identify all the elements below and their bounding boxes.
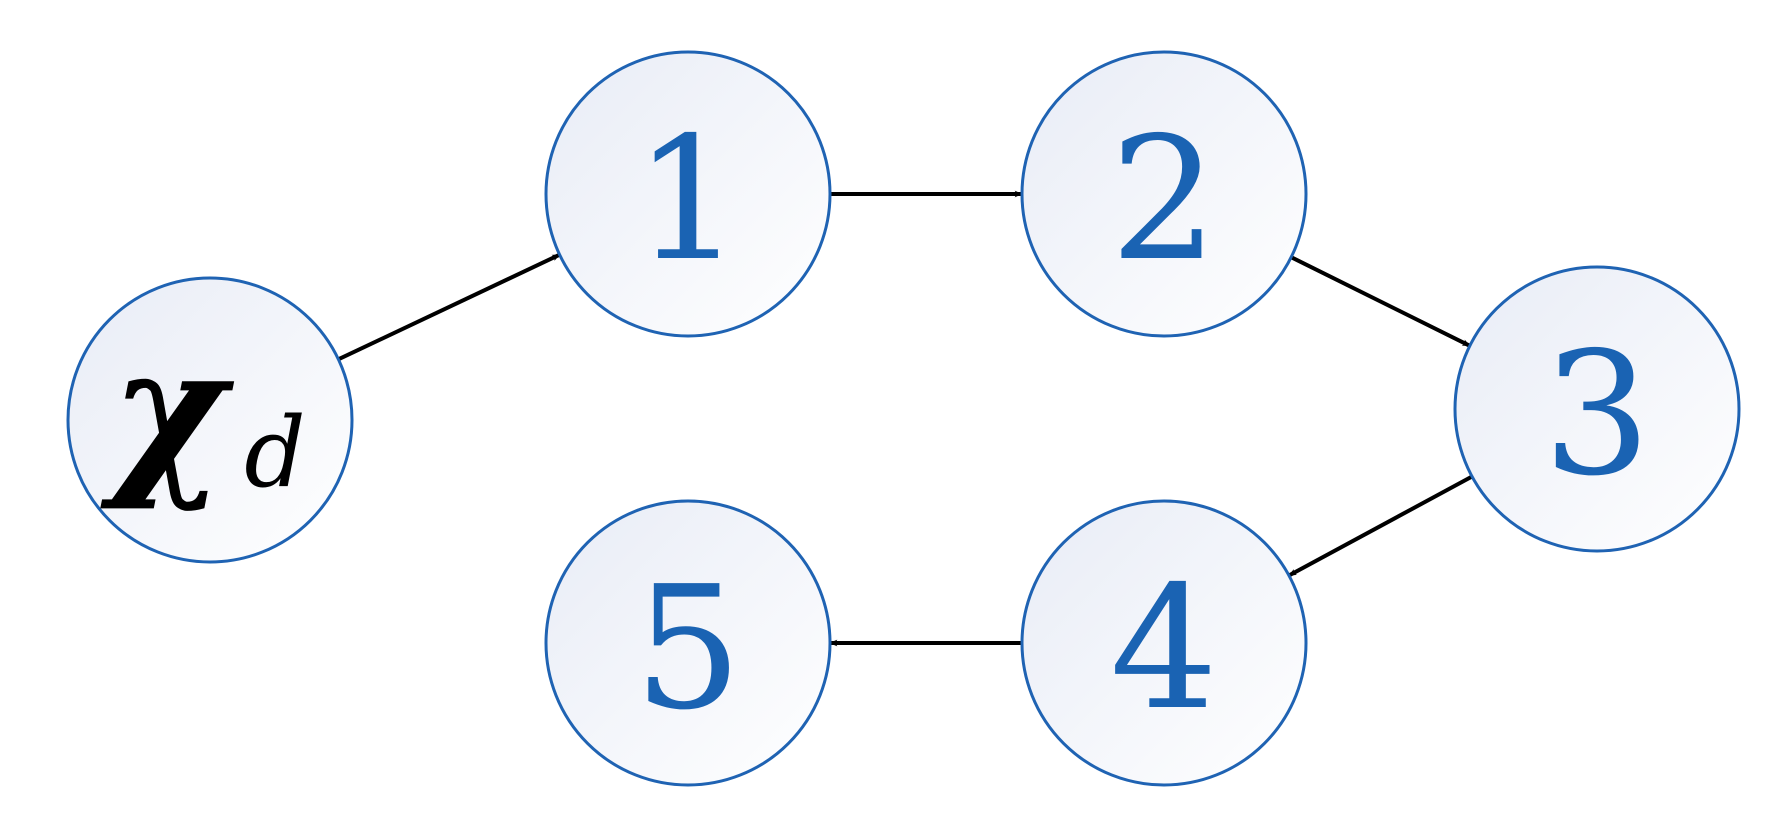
node-xd: χ d bbox=[66, 276, 354, 564]
node-2-circle bbox=[1020, 50, 1308, 338]
edges-group bbox=[337, 190, 1474, 647]
node-5: 5 bbox=[544, 499, 832, 787]
node-3-label: 3 bbox=[1543, 316, 1651, 514]
node-4: 4 bbox=[1020, 499, 1308, 787]
node-1-circle bbox=[544, 50, 832, 338]
node-4-circle bbox=[1020, 499, 1308, 787]
node-5-label: 5 bbox=[634, 550, 742, 748]
node-2: 2 bbox=[1020, 50, 1308, 338]
node-1: 1 bbox=[544, 50, 832, 338]
node-xd-circle bbox=[66, 276, 354, 564]
node-4-label: 4 bbox=[1110, 550, 1218, 748]
node-1-label: 1 bbox=[634, 101, 742, 299]
edge-xd-to-n1 bbox=[337, 252, 561, 362]
node-3-circle bbox=[1453, 265, 1741, 553]
node-2-label: 2 bbox=[1110, 101, 1218, 299]
node-5-circle bbox=[544, 499, 832, 787]
edge-n2-to-n3 bbox=[1290, 255, 1471, 348]
edge-n3-to-n4 bbox=[1287, 474, 1474, 578]
node-xd-symbol: χ bbox=[99, 309, 234, 514]
node-xd-subscript: d bbox=[244, 397, 305, 509]
node-3: 3 bbox=[1453, 265, 1741, 553]
